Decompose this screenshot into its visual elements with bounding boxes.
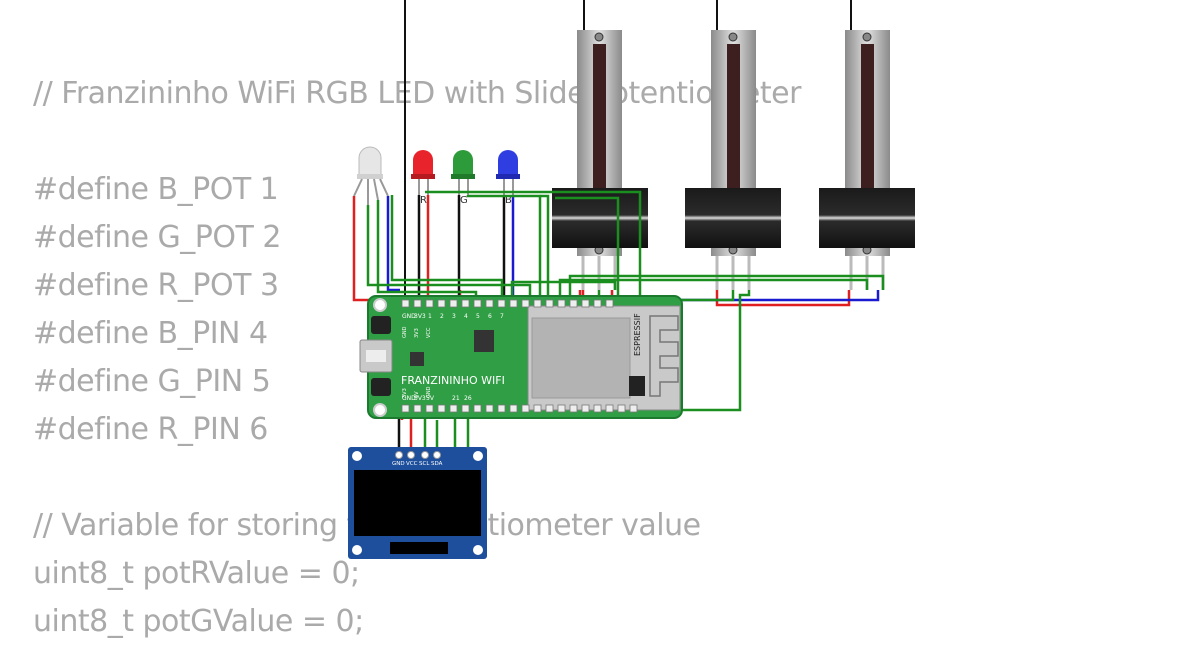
pin-label: 21	[452, 395, 460, 402]
code-line[interactable]: #define B_PIN 4	[33, 316, 268, 351]
led-rgb[interactable]	[353, 146, 389, 205]
reset-button[interactable]	[371, 316, 391, 334]
pin-label: 6	[488, 313, 492, 320]
board-name: FRANZININHO WIFI	[401, 374, 505, 387]
code-line[interactable]: #define R_PIN 6	[33, 412, 268, 447]
code-line[interactable]: #define B_POT 1	[33, 172, 279, 207]
led-red[interactable]: R	[411, 150, 435, 206]
pin-label: 26	[464, 395, 472, 402]
led-green[interactable]: G	[451, 150, 475, 206]
boot-button[interactable]	[371, 378, 391, 396]
oled-screen	[354, 470, 481, 536]
circuit-diagram: R G B	[348, 0, 915, 559]
pin-label: SDA	[431, 461, 443, 467]
led-label: G	[460, 195, 468, 206]
antenna	[649, 315, 679, 397]
franzininho-wifi-board[interactable]: ESPRESSIF	[359, 295, 683, 419]
slide-pot-b[interactable]	[819, 0, 915, 290]
pin-label: 3V3	[414, 313, 426, 320]
pin-label: SCL	[419, 461, 430, 467]
pin-label: 3V3	[402, 388, 408, 398]
pin-label: VCC	[406, 461, 418, 467]
pin-label: 7	[500, 313, 504, 320]
pin-label: GND	[402, 326, 408, 338]
pin-label: 1	[428, 313, 432, 320]
pin-label: 3	[452, 313, 456, 320]
slide-pot-r[interactable]	[552, 0, 648, 290]
pin-label: GND	[426, 386, 432, 398]
code-line[interactable]: uint8_t potRValue = 0;	[33, 556, 360, 591]
code-line[interactable]: #define G_POT 2	[33, 220, 281, 255]
slide-pot-g[interactable]	[685, 0, 781, 290]
pin-label: GND	[392, 461, 405, 467]
code-line[interactable]: // Franzininho WiFi RGB LED with Slide P…	[33, 76, 801, 111]
code-line[interactable]: #define G_PIN 5	[33, 364, 271, 399]
pin-label: GND	[402, 395, 416, 402]
pin-label: 3V3	[414, 328, 420, 338]
led-blue[interactable]: B	[496, 150, 520, 206]
pin-label: 3V3	[414, 395, 426, 402]
pin-label: 5	[476, 313, 480, 320]
pin-label: 5V	[426, 395, 435, 402]
led-label: R	[420, 195, 427, 206]
module-brand: ESPRESSIF	[633, 313, 642, 356]
oled-display[interactable]: GND VCC SCL SDA	[348, 447, 487, 559]
code-line[interactable]: #define R_POT 3	[33, 268, 279, 303]
pin-label: GND	[402, 313, 416, 320]
pin-label: 4	[464, 313, 468, 320]
pin-label: 5V	[414, 391, 420, 398]
slider-knob[interactable]	[685, 188, 781, 248]
pin-label: 2	[440, 313, 444, 320]
pin-label: VCC	[426, 327, 432, 338]
led-label: B	[505, 195, 512, 206]
slider-knob[interactable]	[819, 188, 915, 248]
